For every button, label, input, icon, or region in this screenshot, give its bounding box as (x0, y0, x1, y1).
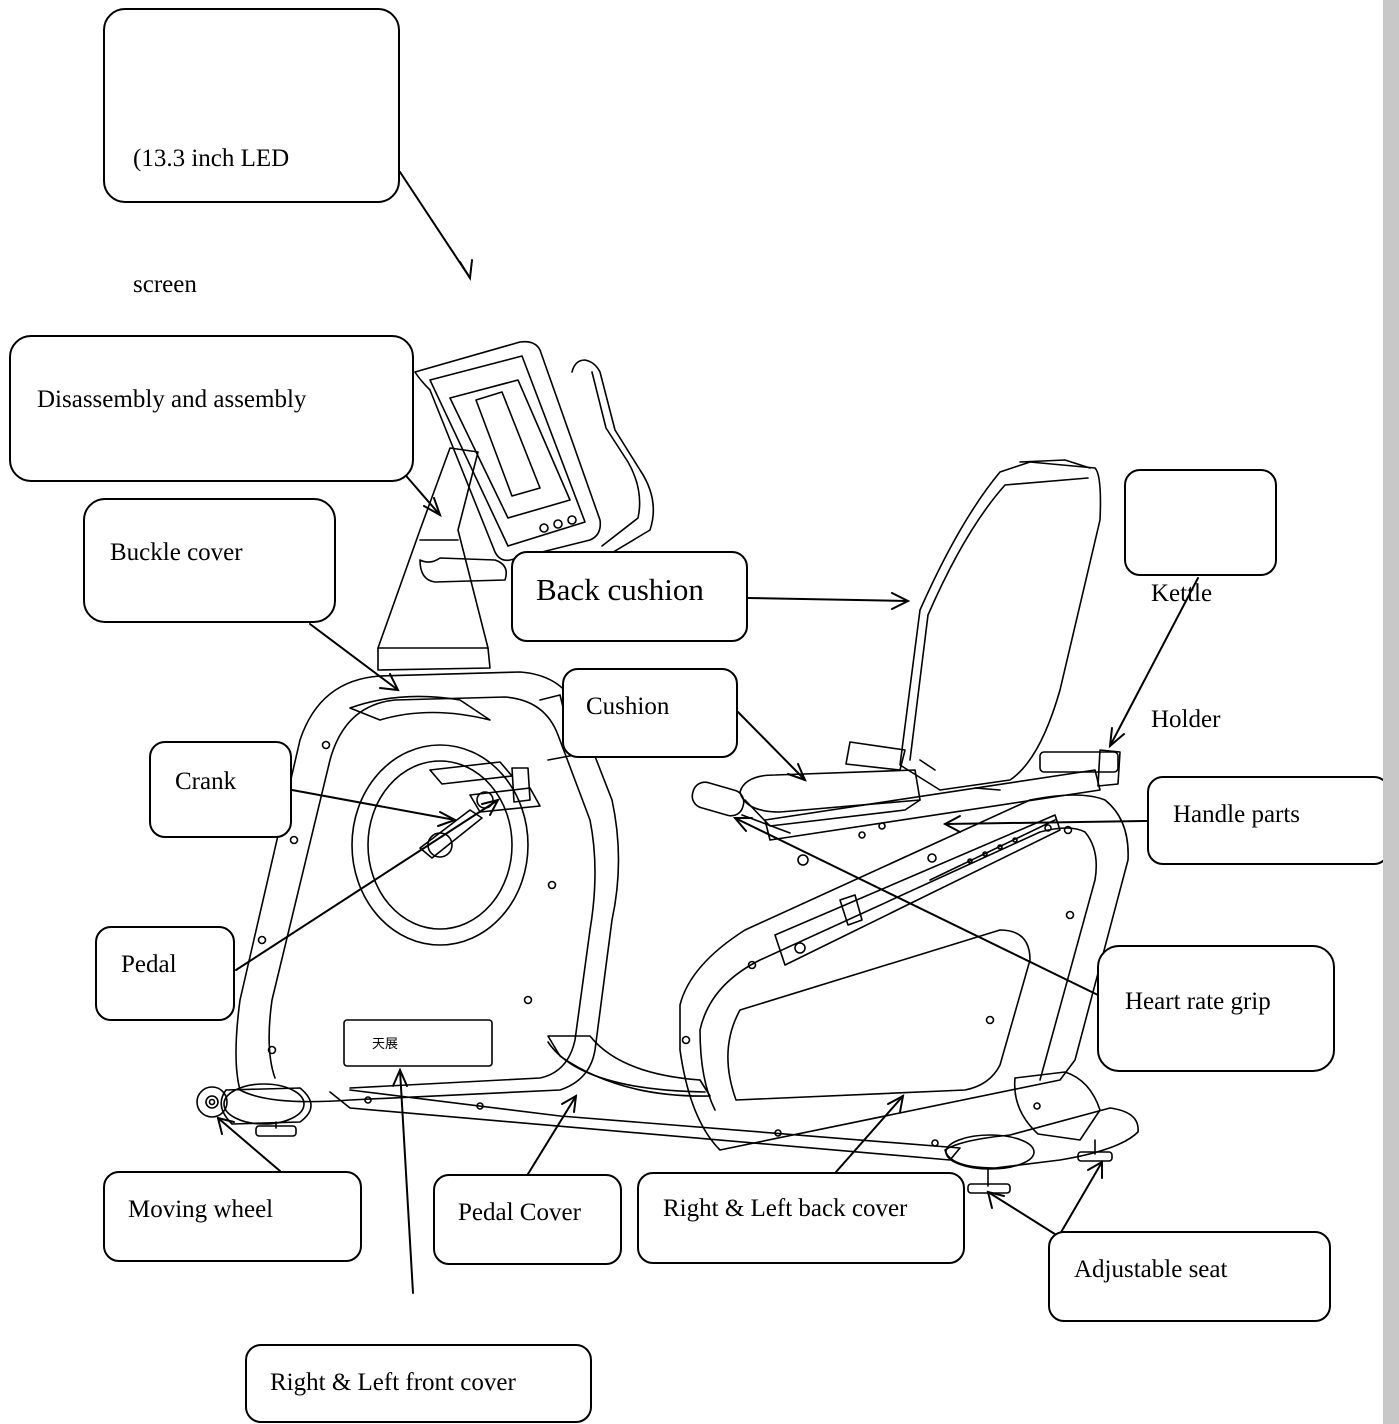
arrow-back-cushion (747, 597, 909, 602)
seat-handles (691, 741, 1121, 841)
callout-disassembly: Disassembly and assembly (9, 335, 414, 482)
callout-heart-rate-grip: Heart rate grip (1097, 945, 1335, 1072)
callout-right-left-front-cover: Right & Left front cover (245, 1344, 592, 1423)
seat-rail (774, 814, 1061, 966)
brand-plate (343, 1019, 493, 1067)
callout-right-left-back-cover: Right & Left back cover (637, 1172, 965, 1264)
arrow-cushion (737, 711, 806, 781)
label-pedal-cover: Pedal Cover (458, 1199, 581, 1226)
callout-kettle-holder: Kettle Holder (1124, 469, 1277, 733)
label-right-left-front-cover: Right & Left front cover (270, 1369, 516, 1396)
label-heart-rate-grip: Heart rate grip (1125, 988, 1271, 1015)
leader-arrows (216, 171, 1199, 1294)
arrow-pedal-cover (527, 1095, 577, 1175)
arrow-buckle (309, 623, 399, 691)
front-shroud (235, 647, 620, 1110)
label-right-left-back-cover: Right & Left back cover (663, 1195, 908, 1222)
seat (739, 769, 921, 827)
label-disassembly: Disassembly and assembly (37, 386, 307, 413)
callout-handle-parts: Handle parts (1147, 776, 1390, 865)
label-kettle-line1: Kettle (1151, 580, 1213, 607)
callout-led-screen: (13.3 inch LED screen (103, 8, 400, 298)
callout-adjustable-seat: Adjustable seat (1048, 1231, 1331, 1322)
front-foot (196, 1083, 312, 1137)
arrow-moving-wheel (217, 1117, 281, 1172)
crank-assembly (419, 761, 541, 859)
callout-moving-wheel: Moving wheel (103, 1171, 362, 1262)
lower-frame (547, 1035, 711, 1097)
label-buckle-cover: Buckle cover (110, 539, 243, 566)
callout-cushion: Cushion (562, 668, 738, 758)
arrow-heart-rate (734, 817, 1101, 997)
label-adjustable-seat: Adjustable seat (1074, 1256, 1228, 1283)
backrest (899, 459, 1102, 791)
arrow-pedal (235, 799, 499, 971)
arrow-handle (944, 820, 1148, 825)
arrow-kettle (1109, 577, 1199, 747)
callout-pedal-cover: Pedal Cover (433, 1174, 622, 1265)
label-moving-wheel: Moving wheel (128, 1196, 274, 1223)
label-crank: Crank (175, 768, 237, 795)
label-handle-parts: Handle parts (1173, 801, 1301, 828)
arrow-crank (291, 789, 456, 821)
arrow-screen (399, 171, 471, 279)
arrow-adjustable-1 (987, 1191, 1059, 1237)
label-back-cushion: Back cushion (536, 572, 704, 607)
arrow-adjustable-2 (1059, 1161, 1103, 1235)
scrollbar-track[interactable] (1383, 0, 1399, 1424)
brand-plate-text: 天展 (372, 1037, 399, 1052)
callout-pedal: Pedal (95, 926, 235, 1021)
arrow-front-cover (399, 1069, 414, 1294)
callout-crank: Crank (149, 741, 292, 838)
label-screen-line1: (13.3 inch LED (133, 145, 290, 172)
arrow-back-cover (835, 1095, 904, 1173)
label-cushion: Cushion (586, 693, 670, 720)
rear-foot (944, 1071, 1139, 1194)
callout-back-cushion: Back cushion (511, 551, 748, 642)
console (414, 340, 602, 562)
label-pedal: Pedal (121, 951, 177, 978)
label-kettle-line2: Holder (1151, 706, 1221, 733)
rear-shroud (679, 794, 1129, 1151)
console-post (377, 359, 655, 649)
callout-buckle-cover: Buckle cover (83, 498, 336, 623)
base-rail (329, 1089, 961, 1161)
label-screen-line2: screen (133, 271, 197, 298)
